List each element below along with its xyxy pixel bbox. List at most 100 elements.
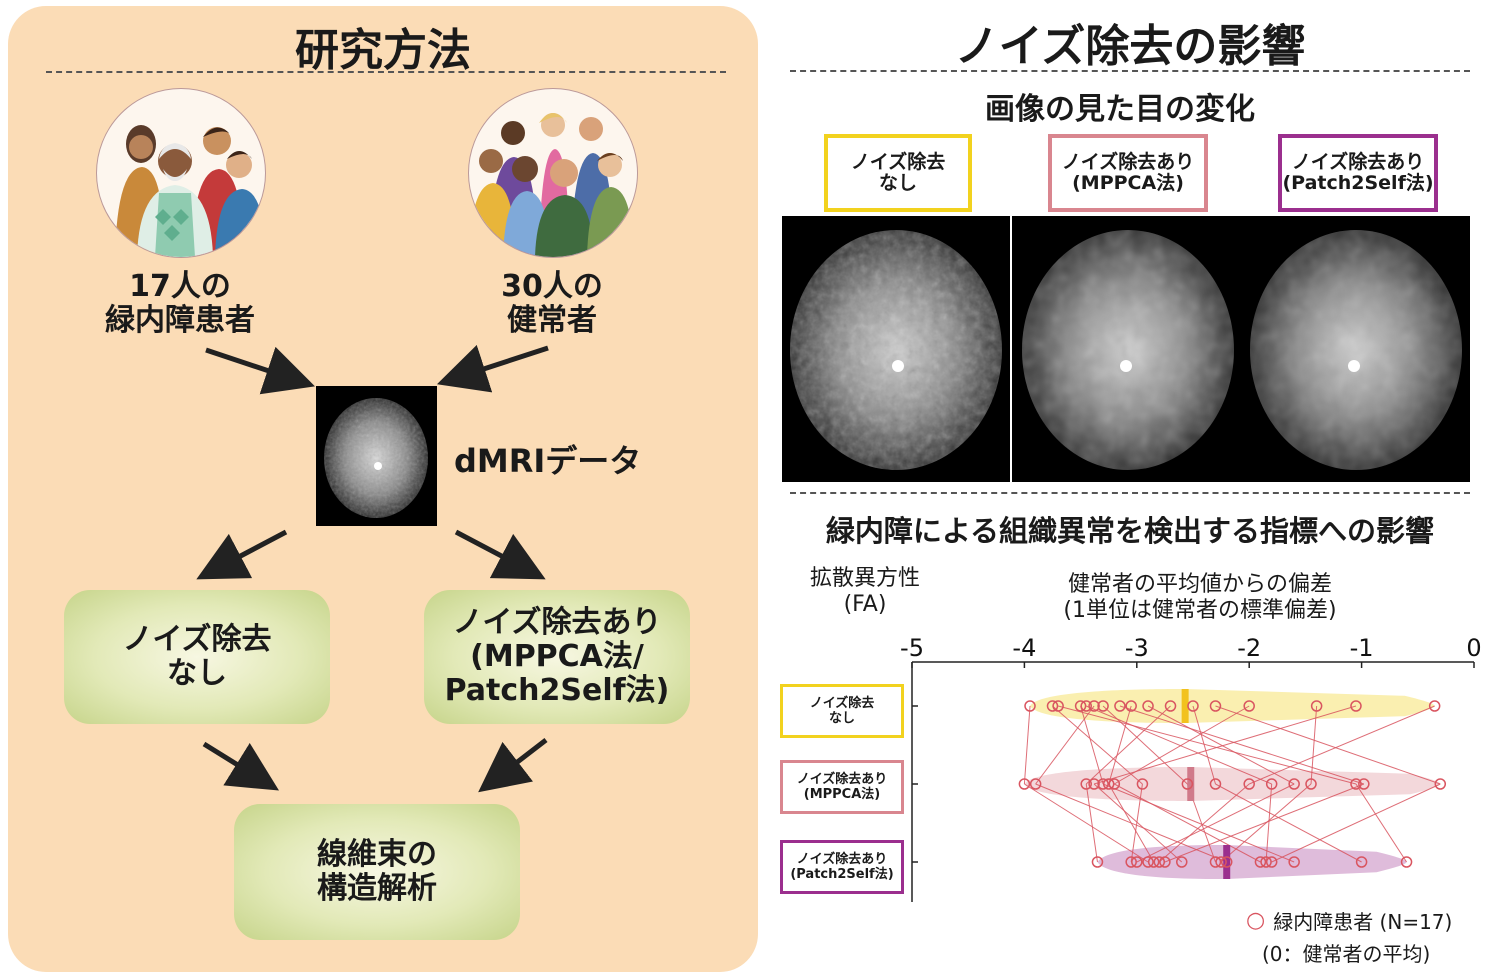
arrow-patients-to-data: [205, 346, 315, 395]
study-method-title: 研究方法: [295, 25, 471, 76]
patients-label: 17人の 緑内障患者: [105, 269, 255, 338]
arrow-data-to-denoise: [454, 529, 546, 580]
connector-0-0: [1023, 705, 1031, 785]
point-0-15: [1350, 700, 1362, 712]
connector-0-8: [1108, 705, 1132, 785]
point-1-1: [1029, 778, 1042, 790]
point-2-14: [1288, 856, 1300, 868]
point-1-10: [1243, 778, 1255, 790]
connector-0-14: [1310, 705, 1318, 785]
arrow-no-denoise-to-analysis: [202, 741, 279, 791]
point-2-16: [1400, 856, 1413, 868]
brain-mppca: [1022, 230, 1234, 470]
x-tick-label-2: -3: [1125, 634, 1149, 662]
connector-0-1: [1052, 705, 1143, 785]
denoise-comparison-images: [782, 216, 1470, 482]
arrow-denoise-to-analysis: [478, 738, 548, 793]
connector-0-7: [1119, 705, 1365, 785]
connector-1-9: [1215, 783, 1362, 863]
connector-1-4: [1102, 783, 1295, 863]
connector-1-12: [1136, 783, 1295, 863]
point-2-11: [1254, 856, 1267, 868]
legend-note: (0：健常者の平均): [1262, 942, 1431, 966]
point-2-5: [1153, 856, 1166, 868]
connector-0-16: [1249, 705, 1435, 785]
point-2-15: [1355, 856, 1368, 868]
violin-0: [1030, 689, 1435, 723]
point-1-14: [1350, 778, 1362, 790]
chart-legend: ○ 緑内障患者 (N=17): [1246, 906, 1452, 935]
point-0-0: [1024, 700, 1036, 712]
connector-0-5: [1035, 705, 1095, 785]
point-0-12: [1209, 700, 1222, 712]
connector-1-3: [1093, 783, 1183, 863]
point-0-3: [1074, 700, 1087, 712]
healthy-group-illustration: [468, 88, 638, 258]
brain-image-icon: [324, 398, 428, 518]
point-0-14: [1310, 700, 1323, 712]
connector-0-9: [1147, 705, 1295, 785]
connector-1-0: [1024, 783, 1149, 863]
point-2-2: [1131, 856, 1143, 868]
right-title-divider: [790, 70, 1470, 72]
x-axis-title: 健常者の平均値からの偏差 (1単位は健常者の標準偏差): [1063, 572, 1337, 623]
median-bar-0: [1181, 689, 1189, 723]
x-tick-label-4: -1: [1350, 634, 1374, 662]
point-2-12: [1260, 856, 1272, 868]
arrow-data-to-no-denoise: [196, 529, 288, 580]
point-0-1: [1046, 700, 1059, 712]
dmri-data-label: dMRIデータ: [454, 442, 642, 480]
point-2-6: [1159, 856, 1171, 868]
point-0-9: [1142, 700, 1154, 712]
left-title-divider: [46, 71, 726, 73]
tag-mppca: ノイズ除去あり (MPPCA法): [1048, 134, 1208, 212]
x-tick-label-0: -5: [900, 634, 924, 662]
patients-group-illustration: [96, 88, 266, 258]
point-0-10: [1164, 700, 1177, 712]
denoise-box: ノイズ除去あり (MPPCA法/ Patch2Self法): [424, 590, 690, 724]
tag-no-denoise: ノイズ除去 なし: [824, 134, 972, 212]
median-bar-1: [1187, 767, 1195, 801]
connector-0-12: [1215, 705, 1441, 785]
point-1-2: [1080, 778, 1092, 790]
tag-patch2self: ノイズ除去あり (Patch2Self法): [1278, 134, 1438, 212]
legend-text: 緑内障患者 (N=17): [1273, 910, 1453, 934]
healthy-label: 30人の 健常者: [501, 269, 603, 338]
connector-1-14: [1355, 783, 1407, 863]
point-1-11: [1265, 778, 1278, 790]
visual-change-subtitle: 画像の見た目の変化: [985, 92, 1255, 127]
point-0-8: [1125, 700, 1137, 712]
connector-0-10: [1085, 705, 1171, 785]
connector-0-6: [1102, 705, 1188, 785]
row-label-patch2self: ノイズ除去あり (Patch2Self法): [780, 840, 904, 894]
point-0-2: [1052, 700, 1064, 712]
point-1-3: [1088, 778, 1100, 790]
x-tick-label-1: -4: [1012, 634, 1036, 662]
connector-1-2: [1085, 783, 1098, 863]
healthy-people-icon: [469, 113, 633, 257]
brain-patch2self: [1250, 230, 1462, 470]
connector-1-7: [1130, 783, 1143, 863]
point-1-9: [1209, 778, 1222, 790]
point-0-6: [1097, 700, 1109, 712]
no-denoise-box: ノイズ除去 なし: [64, 590, 330, 724]
metric-effect-subtitle: 緑内障による組織異常を検出する指標への影響: [825, 514, 1435, 548]
connector-0-11: [1192, 705, 1216, 785]
point-0-4: [1080, 700, 1092, 712]
point-1-13: [1305, 778, 1317, 790]
point-2-7: [1176, 856, 1188, 868]
arrow-healthy-to-data: [436, 344, 549, 393]
point-2-0: [1091, 856, 1104, 868]
connector-1-16: [1271, 783, 1441, 863]
point-0-11: [1187, 700, 1199, 712]
point-2-1: [1125, 856, 1137, 868]
point-0-7: [1114, 700, 1126, 712]
point-2-8: [1209, 856, 1222, 868]
point-1-5: [1102, 778, 1115, 790]
right-middle-divider: [790, 492, 1470, 494]
connector-0-2: [1057, 705, 1357, 785]
left-flow-arrows: [196, 344, 549, 793]
legend-marker-icon: ○: [1246, 908, 1266, 933]
point-1-8: [1181, 778, 1194, 790]
